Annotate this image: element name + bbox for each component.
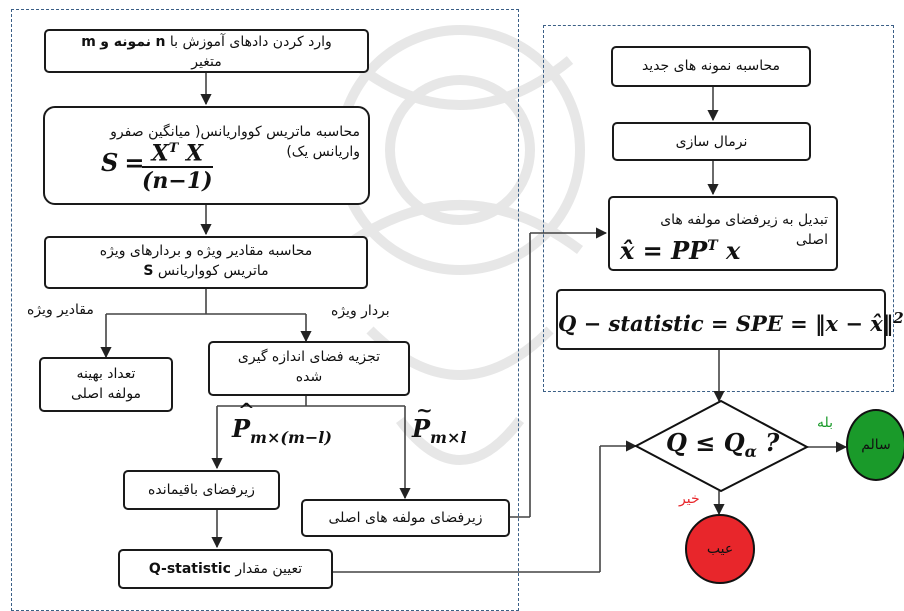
p-hat-matrix-label: ^ P m×(m−l) bbox=[232, 398, 332, 447]
eigenvalues-label: مقادیر ویژه bbox=[27, 302, 94, 318]
covariance-title-line2: واریانس یک) bbox=[286, 144, 360, 160]
yes-label: بله bbox=[817, 415, 834, 431]
projection-formula: x̂ = PPT x bbox=[620, 236, 741, 265]
input-training-data-box: وارد کردن دادهای آموزش با n نمونه و m مت… bbox=[44, 29, 369, 73]
spe-formula: Q − statistic = SPE = ‖x − x̂‖2 bbox=[558, 309, 904, 336]
eigenvectors-label: بردار ویژه bbox=[331, 303, 390, 319]
compute-new-samples-box: محاسبه نمونه های جدید bbox=[611, 46, 811, 87]
eigen-computation-box: محاسبه مقادیر ویژه و بردارهای ویژه ماتری… bbox=[44, 236, 368, 289]
project-principal-subspace-box: تبدیل به زیرفضای مولفه های اصلی bbox=[608, 196, 838, 271]
q-statistic-determination-box: تعیین مقدار Q-statistic bbox=[118, 549, 333, 589]
no-label: خیر bbox=[679, 491, 700, 507]
covariance-matrix-box: محاسبه ماتریس کوواریانس( میانگین صفرو وا… bbox=[43, 106, 370, 205]
flow-connectors bbox=[100, 73, 848, 573]
residual-subspace-box: زیرفضای باقیمانده bbox=[123, 470, 280, 510]
covariance-formula-s: S= bbox=[101, 148, 145, 177]
optimal-pc-count-box: تعداد بهینه مولفه اصلی bbox=[39, 357, 173, 412]
normalization-box: نرمال سازی bbox=[612, 122, 811, 161]
decision-diamond bbox=[633, 399, 810, 493]
p-tilde-matrix-label: ~ P m×l bbox=[412, 398, 467, 447]
covariance-formula-fraction: XT X (n−1) bbox=[142, 136, 213, 194]
covariance-title-line1: محاسبه ماتریس کوواریانس( میانگین صفرو bbox=[110, 124, 360, 140]
measurement-space-decomposition-box: تجزیه فضای اندازه گیری شده bbox=[208, 341, 410, 396]
fault-state-circle: عیب bbox=[685, 514, 755, 584]
decision-condition: Q ≤ Qα ? bbox=[666, 428, 780, 461]
fault-label: عیب bbox=[706, 541, 734, 557]
spe-formula-box: Q − statistic = SPE = ‖x − x̂‖2 bbox=[556, 289, 904, 350]
healthy-label: سالم bbox=[861, 437, 891, 453]
healthy-state-circle: سالم bbox=[846, 409, 904, 481]
principal-subspace-box: زیرفضای مولفه های اصلی bbox=[301, 499, 510, 537]
